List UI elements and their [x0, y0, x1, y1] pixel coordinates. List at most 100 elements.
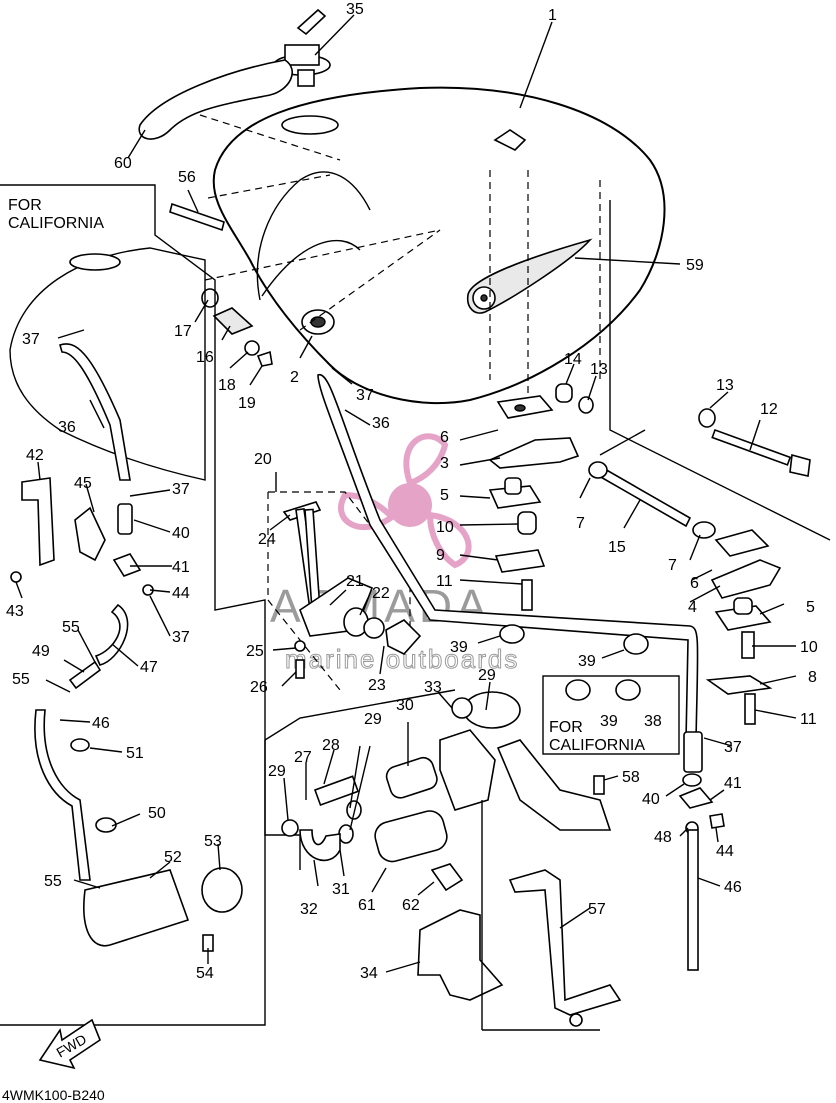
callout-13: 13	[590, 361, 608, 378]
callout-37-inset-b: 37	[172, 481, 190, 498]
callout-3: 3	[440, 455, 449, 472]
callout-40-inset: 40	[172, 525, 190, 542]
callout-53: 53	[204, 833, 222, 850]
callout-32: 32	[300, 901, 318, 918]
callout-9: 9	[436, 547, 445, 564]
callout-29-top: 29	[478, 667, 496, 684]
callout-37-inset-c: 37	[172, 629, 190, 646]
right-valve-group	[678, 731, 725, 971]
callout-36-inset: 36	[58, 419, 76, 436]
callout-43: 43	[6, 603, 24, 620]
tank-mount-boss	[493, 129, 527, 151]
watermark-propeller-hub	[388, 483, 432, 527]
callout-35: 35	[346, 1, 364, 18]
callout-23: 23	[368, 677, 386, 694]
callout-8: 8	[808, 669, 817, 686]
callout-19: 19	[238, 395, 256, 412]
california-inset-right-line2: CALIFORNIA	[549, 737, 645, 754]
callout-6: 6	[440, 429, 449, 446]
callout-11: 11	[436, 573, 453, 590]
callout-40-right: 40	[642, 791, 660, 808]
washer-13	[578, 396, 594, 414]
callout-34: 34	[360, 965, 378, 982]
callout-52: 52	[164, 849, 182, 866]
callout-17: 17	[174, 323, 192, 340]
callout-27: 27	[294, 749, 312, 766]
fuel-cock	[267, 491, 422, 691]
callout-47: 47	[140, 659, 158, 676]
callout-36: 36	[372, 415, 390, 432]
damper-14	[555, 383, 573, 403]
leader-lines	[15, 14, 797, 973]
bracket-57	[496, 739, 622, 1027]
callout-15: 15	[608, 539, 626, 556]
callout-41-inset: 41	[172, 559, 190, 576]
fuel-cap	[273, 8, 331, 87]
callout-55-a: 55	[62, 619, 80, 636]
diagram-code: 4WMK100-B240	[2, 1087, 105, 1103]
watermark-propeller-blade	[426, 511, 472, 569]
callout-26: 26	[250, 679, 268, 696]
callout-38: 38	[644, 713, 662, 730]
callout-10-right: 10	[800, 639, 818, 656]
callout-30: 30	[396, 697, 414, 714]
callout-56: 56	[178, 169, 196, 186]
callout-62: 62	[402, 897, 420, 914]
bracket-34	[417, 909, 504, 1001]
callout-6-right: 6	[690, 575, 699, 592]
hose-36	[317, 373, 699, 741]
callout-37-inset-a: 37	[22, 331, 40, 348]
callout-25: 25	[246, 643, 264, 660]
callout-55-b: 55	[12, 671, 30, 688]
callout-labels: 1 35 60 56 59 17 16 18 19 2 37 14 13 13 …	[6, 1, 818, 982]
callout-55-c: 55	[44, 873, 62, 890]
watermark-propeller-blade	[403, 433, 449, 487]
callout-49: 49	[32, 643, 50, 660]
callout-39-inset: 39	[600, 713, 618, 730]
callout-11-right: 11	[800, 711, 817, 728]
filler-opening	[281, 115, 339, 135]
callout-39: 39	[450, 639, 468, 656]
callout-60: 60	[114, 155, 132, 172]
watermark-propeller-blade	[338, 491, 397, 530]
callout-42: 42	[26, 447, 44, 464]
callout-33: 33	[424, 679, 442, 696]
fuel-tank	[212, 86, 666, 405]
callout-5-right: 5	[806, 599, 815, 616]
clamp-39	[499, 624, 649, 655]
callout-51: 51	[126, 745, 144, 762]
california-inset-right: FOR CALIFORNIA	[542, 675, 680, 755]
callout-5: 5	[440, 487, 449, 504]
callout-44-inset: 44	[172, 585, 190, 602]
callout-37-top: 37	[356, 387, 374, 404]
callout-31: 31	[332, 881, 350, 898]
callout-14: 14	[564, 351, 582, 368]
callout-39-right: 39	[578, 653, 596, 670]
callout-13-right: 13	[716, 377, 734, 394]
callout-50: 50	[148, 805, 166, 822]
callout-61: 61	[358, 897, 376, 914]
callout-28: 28	[322, 737, 340, 754]
callout-7-right: 7	[668, 557, 677, 574]
callout-58: 58	[622, 769, 640, 786]
callout-57: 57	[588, 901, 606, 918]
callout-4: 4	[688, 599, 697, 616]
callout-16: 16	[196, 349, 214, 366]
callout-20: 20	[254, 451, 272, 468]
callout-46-inset: 46	[92, 715, 110, 732]
callout-46-right: 46	[724, 879, 742, 896]
callout-37-right: 37	[724, 739, 742, 756]
callout-29-mid: 29	[364, 711, 382, 728]
tank-mount-right	[588, 408, 811, 725]
callout-2: 2	[290, 369, 299, 386]
callout-45: 45	[74, 475, 92, 492]
callout-59: 59	[686, 257, 704, 274]
tank-emblem	[466, 238, 593, 314]
california-inset-right-line1: FOR	[549, 719, 583, 736]
callout-22: 22	[372, 585, 390, 602]
california-inset-left-line1: FOR	[8, 197, 42, 214]
callout-7: 7	[576, 515, 585, 532]
callout-10: 10	[436, 519, 454, 536]
